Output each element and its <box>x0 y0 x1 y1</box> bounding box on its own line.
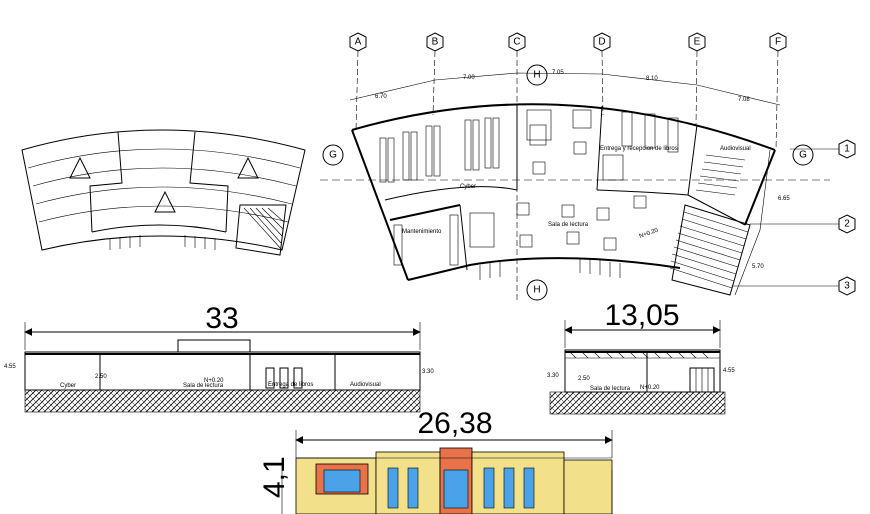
axis-marker-a: A <box>349 32 367 131</box>
svg-text:26,38: 26,38 <box>417 407 492 440</box>
audiovisual-room: Audiovisual <box>695 146 751 196</box>
svg-text:5.70: 5.70 <box>752 264 764 270</box>
cyber-room: Cyber <box>379 117 500 190</box>
axis-marker-d: D <box>593 32 611 116</box>
axis-marker-1: 1 <box>838 139 856 159</box>
section-mark-g-left: G <box>322 144 344 166</box>
svg-text:Entrega de libros: Entrega de libros <box>268 382 313 388</box>
svg-text:4.55: 4.55 <box>723 368 735 374</box>
svg-text:7.08: 7.08 <box>738 97 750 103</box>
axis-marker-e: E <box>688 32 706 126</box>
svg-text:N+0.20: N+0.20 <box>640 385 660 391</box>
svg-text:A: A <box>355 37 362 48</box>
section-mark-g-right: G <box>792 144 814 166</box>
mantenimiento-room: Mantenimiento <box>393 214 459 266</box>
svg-text:D: D <box>598 37 605 48</box>
axis-marker-f: F <box>769 32 787 151</box>
svg-text:2.50: 2.50 <box>578 376 590 382</box>
svg-text:13,05: 13,05 <box>604 299 679 332</box>
svg-text:4.55: 4.55 <box>4 364 16 370</box>
svg-text:6.65: 6.65 <box>778 196 790 202</box>
entrega-room: Entrega y recepcion de libros <box>600 111 679 181</box>
section-cross: 13,05 3.30 4.55 2.50 Sala de lectura N+0… <box>547 299 735 415</box>
svg-text:33: 33 <box>205 302 238 335</box>
svg-text:2: 2 <box>844 219 850 230</box>
svg-text:3.30: 3.30 <box>547 373 559 379</box>
svg-text:Mantenimiento: Mantenimiento <box>402 229 442 235</box>
axis-marker-2: 2 <box>838 214 856 234</box>
plan-stairs <box>669 204 751 296</box>
svg-text:N+0.20: N+0.20 <box>204 378 224 384</box>
axis-marker-3: 3 <box>838 276 856 296</box>
svg-text:G: G <box>799 150 807 161</box>
roof-plan <box>21 129 306 256</box>
svg-text:8.10: 8.10 <box>646 76 658 82</box>
svg-text:Entrega y recepcion de libros: Entrega y recepcion de libros <box>600 146 678 152</box>
svg-text:7.00: 7.00 <box>463 75 475 81</box>
plan-dimensions: 6.70 7.00 7.05 8.10 7.08 6.65 5.70 <box>349 70 790 296</box>
svg-text:Cyber: Cyber <box>60 383 76 389</box>
svg-text:H: H <box>533 70 540 81</box>
floor-plan: A B C D E <box>320 32 856 301</box>
svg-text:7.05: 7.05 <box>552 70 564 76</box>
svg-text:3.30: 3.30 <box>422 369 434 375</box>
svg-text:Audiovisual: Audiovisual <box>350 382 381 388</box>
row-axes: 1 2 3 <box>732 139 856 296</box>
svg-text:2.50: 2.50 <box>95 374 107 380</box>
svg-text:F: F <box>775 37 781 48</box>
svg-text:Sala de lectura: Sala de lectura <box>548 222 589 228</box>
svg-text:H: H <box>533 285 540 296</box>
svg-text:E: E <box>694 37 701 48</box>
svg-text:C: C <box>513 37 520 48</box>
plan-outer-wall <box>351 103 776 151</box>
roof-stairs <box>235 204 287 256</box>
axis-marker-b: B <box>426 32 444 116</box>
plan-inner-wall <box>407 257 681 281</box>
svg-text:Cyber: Cyber <box>460 184 476 190</box>
svg-text:Sala de lectura: Sala de lectura <box>590 386 631 392</box>
svg-text:Audiovisual: Audiovisual <box>720 146 751 152</box>
axis-marker-c: C <box>508 32 526 300</box>
section-longitudinal: 33 4.55 3.30 2.50 Cyber Sala de lectura … <box>4 302 434 413</box>
svg-text:6.70: 6.70 <box>375 94 387 100</box>
column-axes: A B C D E <box>349 32 787 300</box>
facade-elevation: 26,38 4,1 <box>258 407 613 514</box>
svg-text:G: G <box>329 150 337 161</box>
svg-text:Sala de lectura: Sala de lectura <box>183 383 224 389</box>
section-mark-h-top: H <box>526 64 548 86</box>
svg-text:4,1: 4,1 <box>258 456 291 498</box>
svg-text:N+0.20: N+0.20 <box>639 227 660 240</box>
svg-text:1: 1 <box>844 144 850 155</box>
svg-text:3: 3 <box>844 281 850 292</box>
svg-text:B: B <box>432 37 439 48</box>
section-mark-h-bottom: H <box>526 279 548 301</box>
